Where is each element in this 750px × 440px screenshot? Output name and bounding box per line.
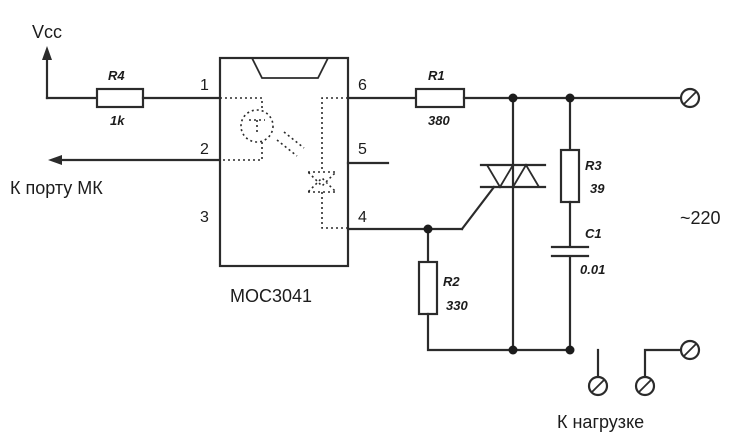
vcc-label: Vcc [32,22,62,42]
node-bottom-triac [508,345,518,355]
r3-value: 39 [590,181,605,196]
r3-ref: R3 [585,158,602,173]
mains-label: ~220 [680,208,721,228]
node-pin4 [423,224,433,234]
pin-1-label: 1 [200,77,209,94]
resistor-r1 [414,87,466,109]
r2-value: 330 [446,298,468,313]
load-terminal-left [587,375,609,397]
pin-5-label: 5 [358,141,367,158]
node-top-triac [508,93,518,103]
wire-mains-to-load-right [643,348,682,378]
mains-terminal-bottom [679,339,701,361]
mcu-port-label: К порту МК [10,178,103,198]
resistor-r2 [417,260,439,316]
r4-value: 1k [110,113,125,128]
mains-terminal-top [679,87,701,109]
mcu-port-arrow [48,155,222,165]
r4-ref: R4 [108,68,125,83]
pin-6-label: 6 [358,77,367,94]
c1-ref: C1 [585,226,602,241]
triac [460,96,547,352]
load-terminal-right [634,375,656,397]
r1-value: 380 [428,113,450,128]
chip-label: MOC3041 [230,286,312,306]
pin-2-label: 2 [200,141,209,158]
resistor-r3 [559,148,581,204]
resistor-r4 [95,87,145,109]
load-label: К нагрузке [557,412,644,432]
pin-3-label: 3 [200,209,209,226]
c1-value: 0.01 [580,262,605,277]
optocoupler-moc3041 [218,56,350,268]
pin-4-label: 4 [358,209,367,226]
vcc-terminal [42,46,52,100]
r1-ref: R1 [428,68,445,83]
capacitor-c1 [550,245,590,258]
node-top-r3 [565,93,575,103]
node-bottom-c1 [565,345,575,355]
r2-ref: R2 [443,274,460,289]
wire-r2-bottom [426,312,572,352]
